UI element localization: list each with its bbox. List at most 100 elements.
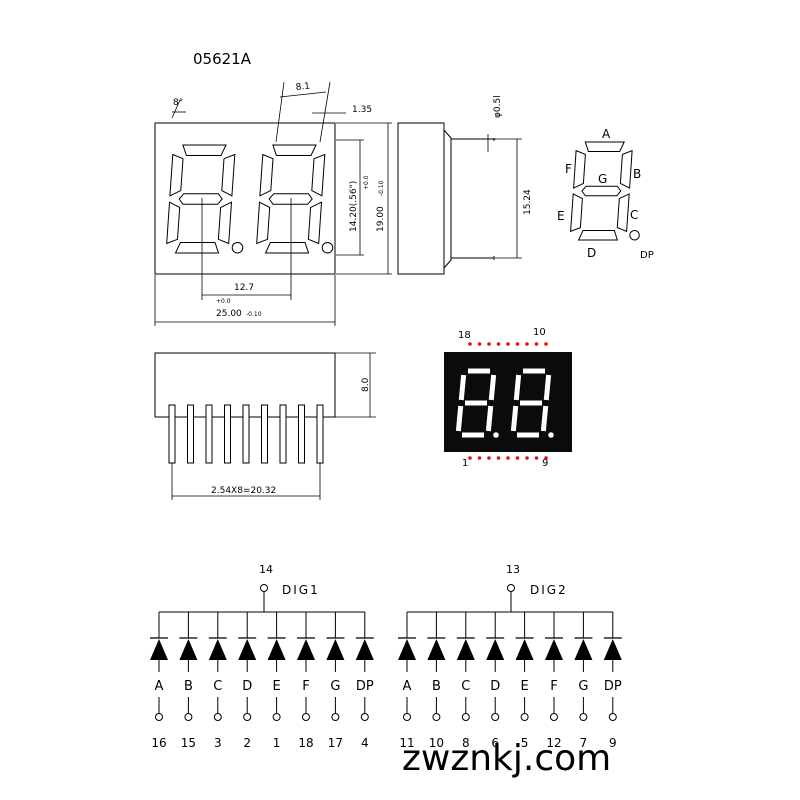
segment-label-e: E xyxy=(520,679,528,694)
segment-c xyxy=(307,201,323,245)
segment-f xyxy=(169,153,184,197)
pin-terminal xyxy=(243,713,252,721)
pin-diameter-label: φ0.5l xyxy=(493,95,503,118)
photo-seg-c xyxy=(485,405,494,432)
segment-c xyxy=(616,193,630,233)
pin-terminal xyxy=(608,713,617,721)
photo-pin-dot xyxy=(525,342,529,346)
diode-b xyxy=(179,639,198,660)
digit-label-dig1: DIG1 xyxy=(282,583,320,597)
bottom-pin xyxy=(224,404,231,464)
diode-e xyxy=(267,639,286,660)
segment-dp xyxy=(629,229,640,241)
bottom-pin xyxy=(205,404,213,464)
segment-d xyxy=(264,242,310,254)
photo-digit-1 xyxy=(455,368,499,438)
pin-terminal xyxy=(184,713,193,721)
diode-c xyxy=(208,639,227,660)
pin-number: 1 xyxy=(273,736,281,750)
angle-label: 8° xyxy=(173,98,183,108)
photo-seg-c xyxy=(540,405,549,432)
common-pin-dig1: 14 xyxy=(259,563,273,576)
pin-terminal xyxy=(432,713,441,721)
segment-label-a: A xyxy=(403,679,412,694)
segment-e xyxy=(256,201,271,245)
diode-a xyxy=(150,639,168,660)
display-photo: 18 10 1 9 xyxy=(444,327,572,469)
photo-seg-f xyxy=(458,374,467,401)
photo-pin-top-left: 18 xyxy=(458,330,471,341)
segment-label-dp: DP xyxy=(604,679,622,694)
segment-b xyxy=(311,153,326,197)
segment-b xyxy=(221,153,236,197)
segment-c xyxy=(217,201,233,245)
photo-pin-dot xyxy=(515,342,520,346)
segment-label-b: B xyxy=(184,679,193,694)
photo-pin-dot xyxy=(506,342,510,346)
bottom-pins xyxy=(168,404,324,464)
photo-seg-e xyxy=(455,405,464,432)
pin-spacing-label: 2.54X8=20.32 xyxy=(211,486,276,496)
front-digit-1 xyxy=(166,144,244,254)
pin-number: 7 xyxy=(580,736,588,750)
pin-terminal xyxy=(272,713,281,721)
body-width-tol-minus: -0.10 xyxy=(246,311,262,318)
photo-seg-b xyxy=(543,374,552,401)
diode-dp xyxy=(355,639,374,660)
bottom-pin xyxy=(242,404,250,464)
bottom-pin xyxy=(298,404,305,464)
photo-pin-dot xyxy=(534,342,539,346)
photo-pin-dot xyxy=(487,456,491,460)
photo-pin-dot xyxy=(525,456,529,460)
pin-number: 8 xyxy=(462,736,470,750)
pin-number: 4 xyxy=(361,736,369,750)
legend-label-c: C xyxy=(630,208,638,222)
legend-label-f: F xyxy=(565,162,572,176)
pin-number: 10 xyxy=(429,736,444,750)
legend-label-d: D xyxy=(587,246,596,260)
pin-terminal xyxy=(213,713,222,721)
pin-number: 15 xyxy=(181,736,196,750)
legend-label-dp: DP xyxy=(640,250,654,261)
photo-pin-dot xyxy=(496,456,501,460)
diode-f xyxy=(297,639,315,660)
photo-seg-e xyxy=(510,405,519,432)
photo-pin-bottom-left: 1 xyxy=(462,458,468,469)
photo-pin-dot xyxy=(477,456,482,460)
bottom-view: 8.0 2.54X8=20.32 xyxy=(154,352,376,500)
photo-seg-dp xyxy=(548,432,554,438)
row-spacing-label: 15.24 xyxy=(523,189,533,215)
photo-pin-dots xyxy=(468,342,548,460)
photo-seg-dp xyxy=(493,432,499,438)
photo-pin-dot xyxy=(487,342,491,346)
segment-label-c: C xyxy=(213,679,222,694)
segment-d xyxy=(577,230,619,241)
part-number: 05621A xyxy=(193,50,252,68)
segment-label-g: G xyxy=(578,679,588,694)
diode-d xyxy=(238,639,257,660)
segment-label-dp: DP xyxy=(356,679,374,694)
segment-label-a: A xyxy=(155,679,164,694)
photo-pin-dot xyxy=(515,456,520,460)
segment-b xyxy=(619,149,633,189)
body-height-tol-plus: +0.0 xyxy=(363,175,370,190)
pin-terminal xyxy=(360,713,369,721)
side-body-outline xyxy=(397,122,445,275)
segment-label-g: G xyxy=(330,679,340,694)
segment-a xyxy=(584,141,625,152)
pin-terminal xyxy=(550,713,558,721)
diode-a xyxy=(398,639,416,660)
photo-digit-2 xyxy=(510,368,554,438)
pin-number: 12 xyxy=(546,736,561,750)
pin-terminal xyxy=(302,713,310,721)
bottom-pin xyxy=(168,404,176,464)
pin-number: 9 xyxy=(609,736,617,750)
photo-pin-dot xyxy=(468,342,472,346)
pin-number: 6 xyxy=(491,736,499,750)
bottom-pin xyxy=(316,404,324,464)
segment-dp xyxy=(321,241,334,254)
segment-label-e: E xyxy=(272,679,280,694)
photo-pin-dot xyxy=(544,456,548,460)
